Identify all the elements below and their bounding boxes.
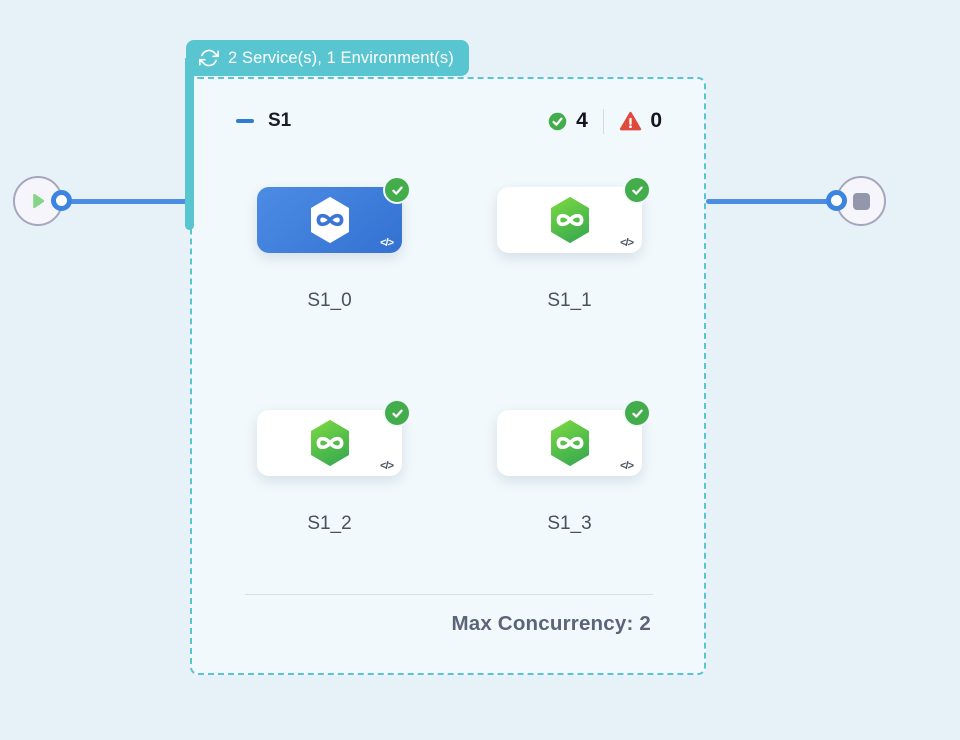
hexagon-infinity-icon	[310, 419, 349, 467]
sync-icon	[199, 49, 219, 67]
max-concurrency-label: Max Concurrency: 2	[451, 612, 651, 635]
start-node-output-port[interactable]	[51, 190, 72, 211]
hexagon-infinity-icon	[310, 196, 349, 244]
failed-count: 0	[650, 109, 662, 132]
collapse-toggle[interactable]	[236, 119, 254, 123]
stage-title: S1	[236, 110, 291, 132]
stage-name: S1	[268, 110, 292, 131]
service-card-s1-3[interactable]: </>	[497, 399, 651, 476]
code-icon: </>	[620, 460, 634, 472]
code-icon: </>	[620, 237, 634, 249]
check-badge-icon	[623, 176, 651, 204]
service-label: S1_1	[547, 290, 592, 311]
edge-group-to-end	[706, 199, 837, 204]
edge-start-to-group	[62, 199, 192, 204]
code-icon: </>	[380, 460, 394, 472]
check-circle-icon	[548, 112, 567, 130]
service-label: S1_2	[307, 513, 352, 534]
warning-triangle-icon	[620, 111, 642, 130]
service-cell: </> S1_0	[257, 176, 411, 313]
service-label: S1_3	[547, 513, 592, 534]
services-group-container: S1 4 0	[190, 77, 706, 675]
stop-icon	[852, 192, 870, 210]
footer-divider	[245, 594, 653, 595]
play-icon	[33, 193, 45, 209]
stage-status-counts: 4 0	[547, 108, 662, 134]
service-cell: </> S1_2	[257, 399, 411, 536]
hexagon-infinity-icon	[550, 419, 589, 467]
service-card-s1-0[interactable]: </>	[257, 176, 411, 253]
count-divider	[602, 108, 605, 134]
check-badge-icon	[383, 399, 411, 427]
stage-header: S1 4 0	[236, 105, 662, 137]
code-icon: </>	[380, 237, 394, 249]
hexagon-infinity-icon	[550, 196, 589, 244]
service-label: S1_0	[307, 290, 352, 311]
service-card-s1-2[interactable]: </>	[257, 399, 411, 476]
group-badge[interactable]: 2 Service(s), 1 Environment(s)	[186, 40, 469, 76]
service-card-s1-1[interactable]: </>	[497, 176, 651, 253]
group-badge-label: 2 Service(s), 1 Environment(s)	[228, 48, 454, 67]
check-badge-icon	[623, 399, 651, 427]
service-cell: </> S1_3	[497, 399, 651, 536]
group-accent-strip	[185, 58, 194, 230]
end-node-input-port[interactable]	[826, 190, 847, 211]
check-badge-icon	[383, 176, 411, 204]
service-cell: </> S1_1	[497, 176, 651, 313]
success-count: 4	[576, 109, 588, 132]
